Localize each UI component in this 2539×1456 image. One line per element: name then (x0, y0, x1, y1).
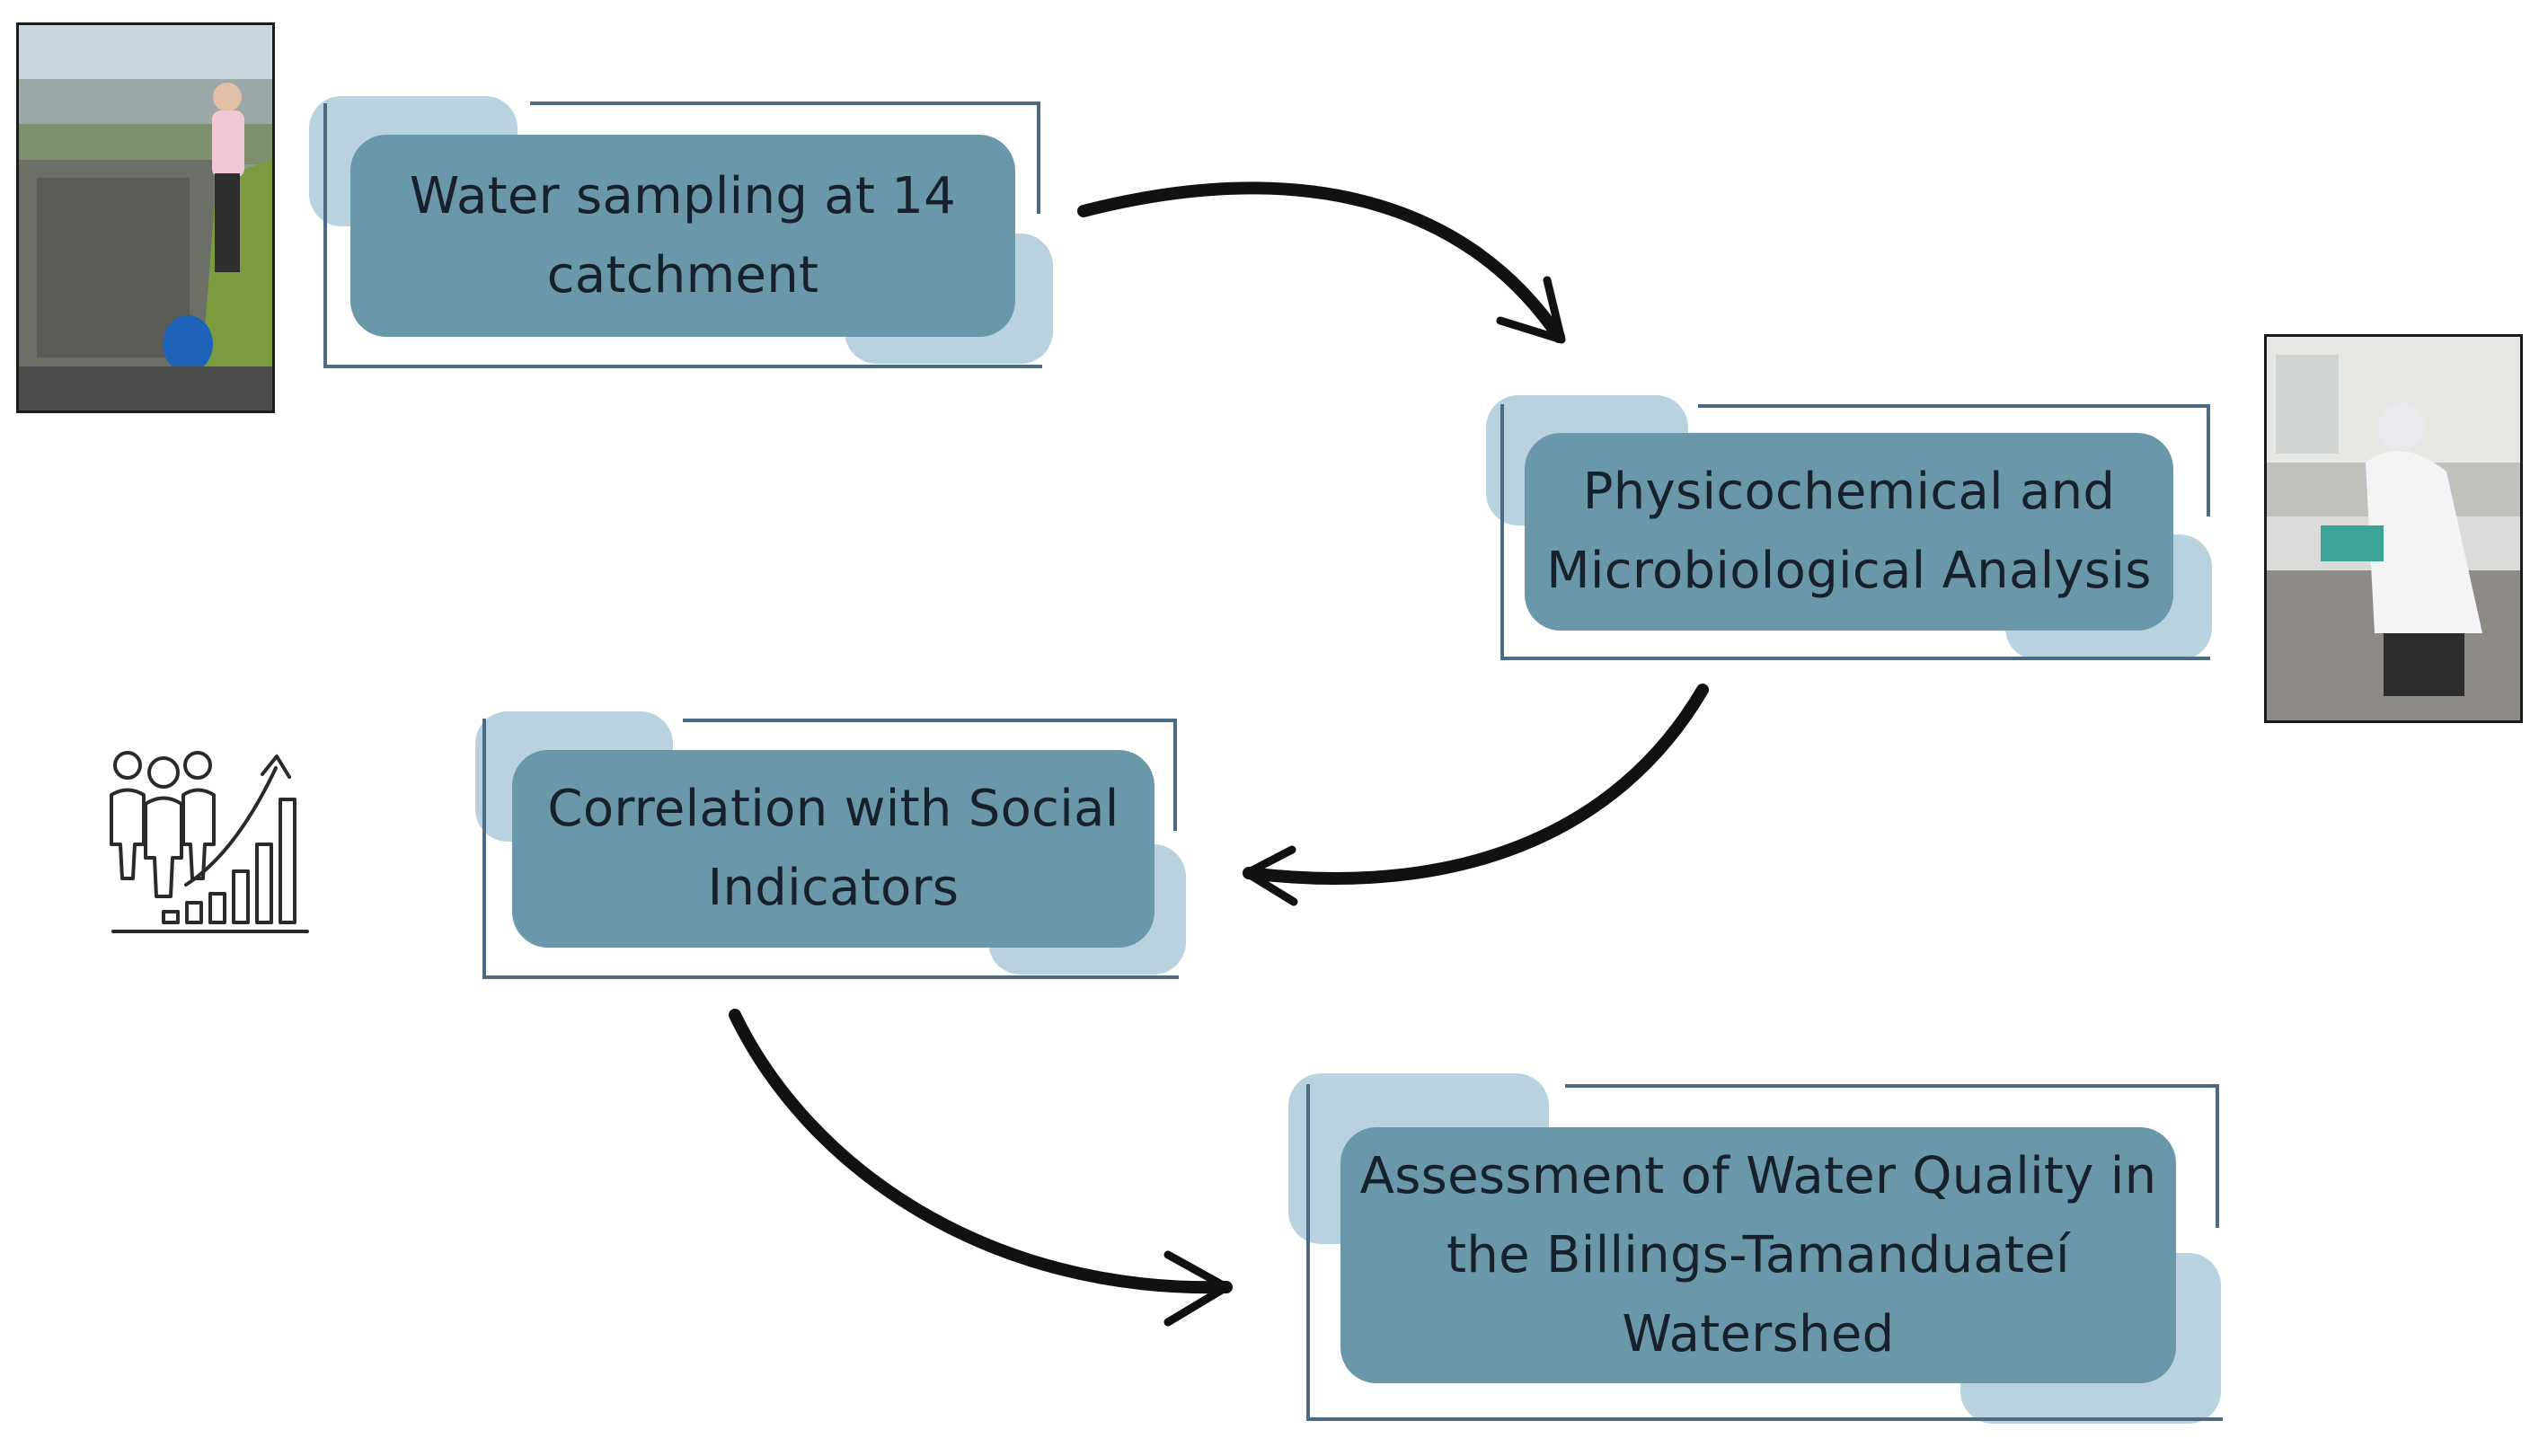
frame-line (323, 103, 1042, 368)
step-label: Assessment of Water Quality in the Billi… (1359, 1146, 2157, 1363)
step-box: Physicochemical and Microbiological Anal… (1525, 433, 2173, 631)
step-box: Correlation with Social Indicators (512, 750, 1154, 948)
frame-line (1306, 1084, 2223, 1421)
frame-line (1698, 404, 2210, 516)
arrowhead-2 (1243, 845, 1298, 906)
lab-analysis-photo (2264, 334, 2523, 723)
frame-line (530, 101, 1040, 214)
step-correlation: Correlation with Social Indicators (472, 710, 1186, 979)
people-growth-chart-icon (110, 751, 309, 933)
step-assessment: Assessment of Water Quality in the Billi… (1287, 1073, 2225, 1424)
arrowhead-3 (1163, 1250, 1231, 1327)
frame-line (1500, 404, 2210, 660)
step-label: Water sampling at 14 catchment (409, 166, 957, 304)
step-box: Water sampling at 14 catchment (350, 135, 1015, 337)
frame-line (1565, 1084, 2219, 1228)
step-label: Correlation with Social Indicators (547, 780, 1119, 917)
arrowhead-1 (1496, 276, 1566, 344)
arrow-sampling-to-analysis (1077, 181, 1565, 343)
frame-line (683, 719, 1177, 831)
step-label: Physicochemical and Microbiological Anal… (1546, 463, 2152, 600)
step-water-sampling: Water sampling at 14 catchment (305, 94, 1056, 368)
arrow-correlation-to-assessment (729, 1009, 1233, 1294)
field-sampling-photo (16, 22, 275, 413)
arrow-analysis-to-correlation (1243, 684, 1709, 885)
frame-line (482, 719, 1179, 979)
step-analysis: Physicochemical and Microbiological Anal… (1482, 395, 2215, 665)
step-box: Assessment of Water Quality in the Billi… (1340, 1127, 2176, 1383)
